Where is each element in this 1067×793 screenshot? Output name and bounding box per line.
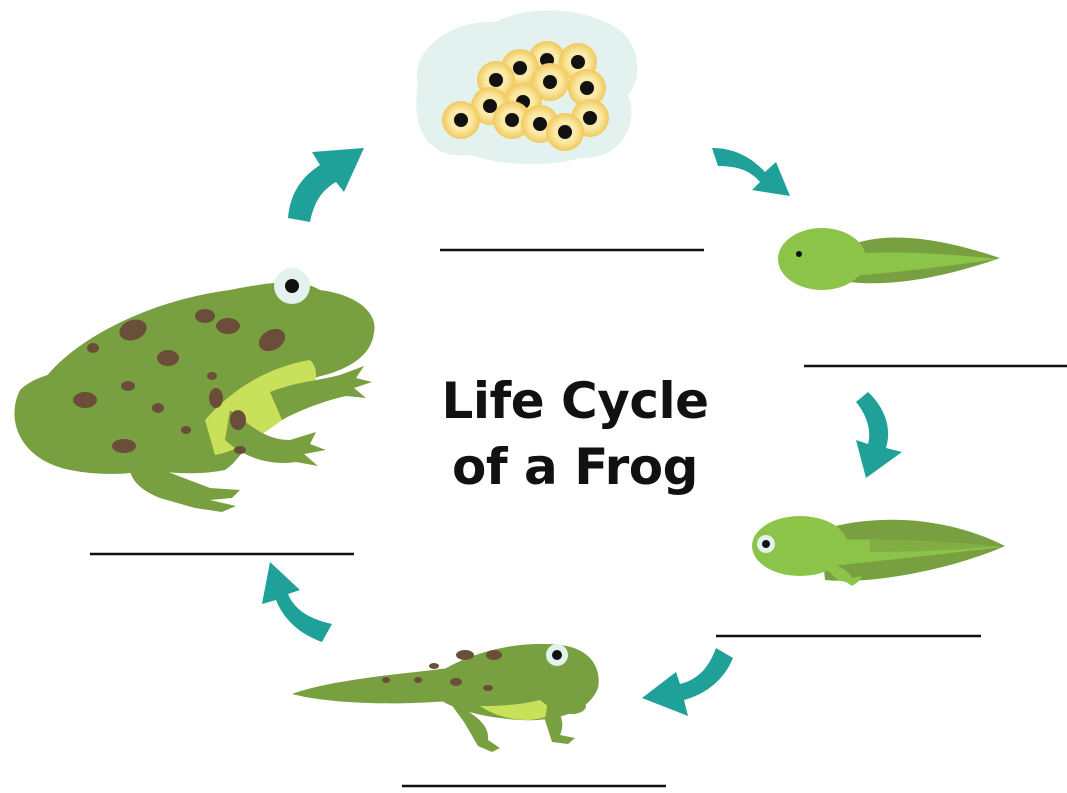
froglet-tail (292, 668, 460, 703)
egg-embryo (505, 113, 519, 127)
egg-embryo (533, 117, 547, 131)
tadpole-with-legs (752, 516, 1005, 586)
tadpole (778, 228, 1000, 290)
egg-embryo (454, 113, 468, 127)
egg-embryo (580, 81, 594, 95)
title-line-1: Life Cycle (375, 368, 775, 434)
arrow-tadpole-to-legs (856, 392, 902, 478)
arrow-eggs-to-tadpole (712, 148, 790, 196)
egg-embryo (558, 125, 572, 139)
diagram-title: Life Cycle of a Frog (375, 368, 775, 500)
arrow-frog-to-eggs (288, 148, 364, 222)
egg-embryo (583, 111, 597, 125)
frog-eggs (416, 10, 637, 164)
adult-frog (14, 268, 374, 512)
egg-embryo (489, 73, 503, 87)
tadpole-eye (796, 251, 802, 257)
egg-embryo (571, 55, 585, 69)
title-line-2: of a Frog (375, 434, 775, 500)
tadpole-body (778, 228, 866, 290)
arrow-legs-to-froglet (642, 648, 733, 716)
egg-embryo (543, 75, 557, 89)
arrow-froglet-to-frog (262, 562, 332, 642)
egg-embryo (513, 61, 527, 75)
egg-embryo (483, 99, 497, 113)
froglet (292, 644, 599, 752)
